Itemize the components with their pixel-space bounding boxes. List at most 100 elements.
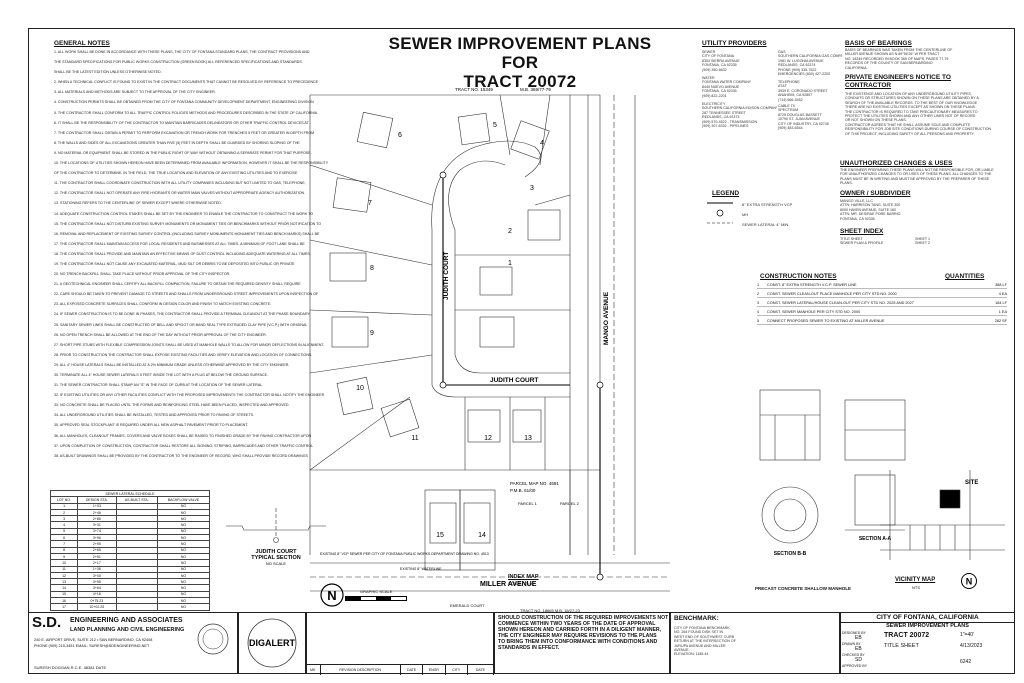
drawn-label: DRAWN BY (842, 642, 861, 646)
lot-number: 11 (411, 435, 418, 442)
schedule-column-header: DESIGN STA. (77, 496, 117, 504)
utility-line: FONTANA WATER COMPANY (702, 80, 752, 85)
utility-providers-heading: UTILITY PROVIDERS (702, 40, 767, 47)
checked-value: SD (855, 657, 862, 663)
tract-top-label: TRACT NO. 15349 (455, 87, 493, 92)
general-note: 17. THE CONTRACTOR SHALL MAINTAIN ACCESS… (54, 241, 305, 246)
designed-value: EB (855, 635, 862, 641)
emerald-court-label: EMERALD COURT (450, 603, 485, 608)
lot-number: 12 (484, 435, 492, 442)
utility-line: 10790 ST. JUAN AVENUE (778, 117, 820, 122)
quantities-heading: QUANTITIES (945, 273, 985, 280)
svg-text:N: N (327, 588, 336, 603)
basis-heading: BASIS OF BEARINGS (845, 40, 912, 47)
general-note: 32. IF EXISTING UTILITIES OR ANY OTHER F… (54, 393, 325, 398)
general-note: 38. AS-BUILT DRAWINGS SHALL BE PROVIDED … (54, 453, 308, 458)
general-note: 14. ADEQUATE CONSTRUCTION CONTROL STAKES… (54, 211, 314, 216)
utility-line: TELEPHONE (778, 80, 800, 84)
typical-section-scale: NO SCALE (266, 561, 287, 566)
title-line-1: SEWER IMPROVEMENT PLANS (388, 34, 652, 53)
site-label: SITE (965, 480, 978, 486)
utility-line: CITY OF INDUSTRY, CA 92745 (778, 121, 829, 126)
engineer-seal-icon (197, 623, 229, 655)
title-line-2: FOR (501, 53, 539, 72)
owner-heading: OWNER / SUBDIVIDER (840, 190, 911, 197)
notice-line: OR NOT SHOWN ON THESE PLANS. (845, 118, 907, 123)
date-value: 4/13/2023 (960, 643, 983, 649)
benchmark-line: CITY OF FONTANA BENCHMARK (674, 626, 730, 630)
general-note: 15. THE CONTRACTOR SHALL NOT DISTURB EXI… (54, 221, 322, 226)
unauthorized-heading: UNAUTHORIZED CHANGES & USES (840, 160, 953, 167)
utility-line: SOUTHERN CALIFORNIA EDISON COMPANY (702, 106, 777, 111)
general-note: 13. STATIONING REFERS TO THE CENTERLINE … (54, 201, 222, 206)
benchmark-line: AVENUE. (674, 648, 690, 653)
approved-label: APPROVED BY (842, 664, 868, 668)
general-note: 24. IF SEWER CONSTRUCTION IS TO BE DONE … (54, 312, 311, 317)
parcel-1-label: PARCEL 1 (518, 501, 538, 506)
sheet-title-block: TITLE SHEET (884, 643, 919, 649)
utility-line: GAS (778, 50, 786, 54)
judith-court-label-vertical: JUDITH COURT (443, 252, 450, 300)
general-note: 8. THE WALLS AND SIDES OF ALL EXCAVATION… (54, 140, 300, 145)
utility-line: AT&T (778, 84, 787, 89)
general-note: 29. ALL 4" HOUSE LATERALS SHALL BE INSTA… (54, 362, 290, 367)
utility-line: CITY OF FONTANA (702, 54, 735, 59)
construction-note-quantity: 282 SF (994, 319, 1007, 323)
city-title-block (840, 612, 1015, 674)
digalert-block (238, 612, 306, 674)
private-notice-heading: PRIVATE ENGINEER'S NOTICE TO CONTRACTOR (845, 74, 951, 89)
utility-line: SPECTRUM (778, 108, 799, 113)
lot-number: 7 (368, 200, 372, 207)
utility-line: (714) 666-5452 (778, 97, 803, 102)
unauthorized-line: THE ENGINEER PREPARING THESE PLANS WILL … (840, 168, 994, 172)
parcel-map-label: PARCEL MAP NO. 4691 (510, 481, 559, 486)
lot-number: 6 (398, 132, 402, 139)
plan-view: JUDITH COURT JUDITH COURT MANGO AVENUE M… (309, 87, 670, 592)
general-note: 12. THE CONTRACTOR SHALL NOT OPERATE ANY… (54, 191, 306, 196)
construction-note-number: 3 (757, 301, 760, 305)
table-cell: NO (156, 603, 211, 611)
utility-line: (909) 822-2201 (702, 93, 727, 98)
general-note: THE STANDARD SPECIFICATIONS FOR PUBLIC W… (54, 60, 302, 65)
mango-avenue-label: MANGO AVENUE (603, 291, 610, 345)
owner-line: ATTN: MR. DESIRAE PORE BARRIO (840, 212, 901, 217)
index-map-label: INDEX MAP (508, 574, 539, 580)
construction-note-text: CONST. SEWER MANHOLE PER CITY STD NO. 20… (767, 310, 861, 314)
general-note: 1. ALL WORK SHALL BE DONE IN ACCORDANCE … (54, 50, 310, 54)
approval-notice-line: SHOWN HEREON AND CARRIED FORTH IN A DILI… (498, 627, 662, 634)
notice-line: THE CONTRACTOR IS REQUIRED TO TAKE PRECA… (845, 109, 978, 114)
engineer-name: ENGINEERING AND ASSOCIATES (70, 617, 183, 624)
basis-line: MILLER AVENUE SHOWN AS N 89°56'26" W PER… (845, 52, 940, 57)
utility-line: (909) 307-6332 - PIPELINES (702, 124, 749, 129)
manhole-details: SECTION B-B SECTION A-A (759, 389, 906, 557)
unauthorized-line: PLANS MUST BE IN WRITING AND MUST BE APP… (840, 176, 990, 181)
graphic-scale-label: GRAPHIC SCALE (360, 589, 393, 594)
sheet-index-cell: SHEET 1 (915, 237, 930, 241)
notice-block (494, 612, 670, 674)
lot-number: 9 (370, 330, 374, 337)
general-notes-heading: GENERAL NOTES (54, 40, 110, 47)
utility-line: 287 TENNESSEE STREET (702, 110, 746, 115)
notice-line: PROTECT THE UTILITIES SHOWN AND ANY OTHE… (845, 114, 976, 119)
approval-notice-line: TO BRING THEM INTO CONFORMANCE WITH COND… (498, 639, 658, 646)
utility-line: ANAHEIM, CA 92807 (778, 93, 813, 98)
general-note: 19. THE CONTRACTOR SHALL NOT CAUSE ANY E… (54, 261, 295, 266)
construction-note-number: 2 (757, 292, 760, 296)
basis-line: CALIFORNIA. (845, 65, 868, 70)
revision-column-header: CITY (446, 665, 468, 675)
table-cell: 1+03 (77, 502, 117, 510)
general-note: 18. THE CONTRACTOR SHALL PROVIDE AND MAI… (54, 251, 311, 256)
